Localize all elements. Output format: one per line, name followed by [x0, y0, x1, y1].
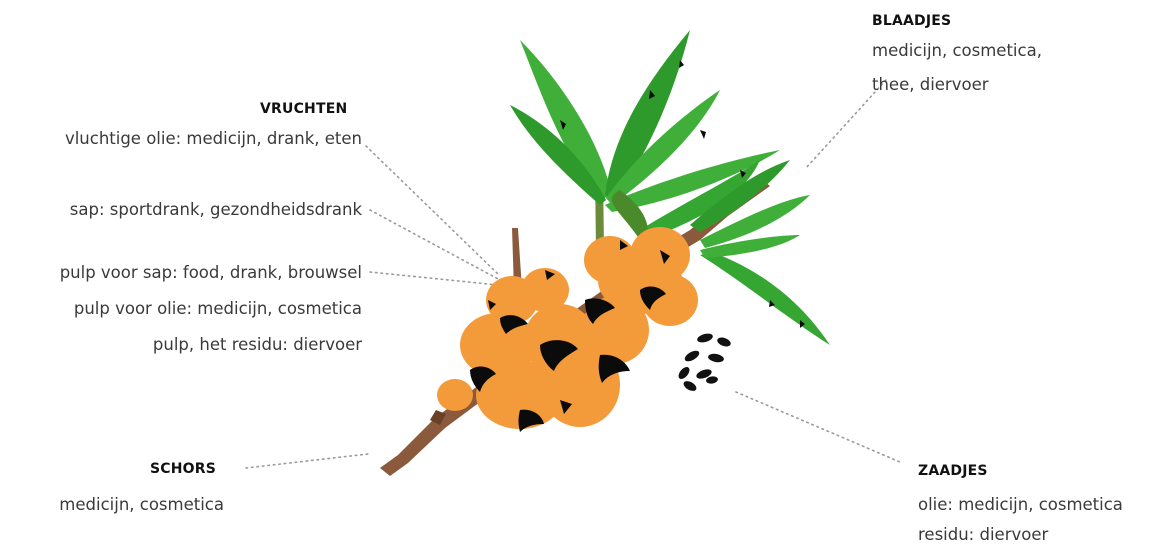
vruchten-line-5: pulp, het residu: diervoer [153, 332, 362, 358]
leader-line-vruchten-2 [370, 210, 500, 280]
vruchten-heading: VRUCHTEN [260, 96, 347, 122]
blaadjes-heading: BLAADJES [872, 8, 951, 34]
schors-line-1: medicijn, cosmetica [59, 492, 224, 518]
vruchten-line-2: sap: sportdrank, gezondheidsdrank [70, 197, 362, 223]
leader-line-zaadjes [736, 392, 900, 462]
leader-line-vruchten-1 [366, 146, 500, 276]
seeds-illustration [676, 332, 732, 393]
leader-line-schors [246, 454, 368, 468]
zaadjes-line-1: olie: medicijn, cosmetica [918, 492, 1123, 518]
leader-line-vruchten-3 [370, 272, 498, 285]
vruchten-line-4: pulp voor olie: medicijn, cosmetica [74, 296, 362, 322]
zaadjes-line-2: residu: diervoer [918, 522, 1048, 548]
blaadjes-line-1: medicijn, cosmetica, [872, 38, 1042, 64]
vruchten-line-3: pulp voor sap: food, drank, brouwsel [60, 260, 362, 286]
blaadjes-line-2: thee, diervoer [872, 72, 989, 98]
vruchten-line-1: vluchtige olie: medicijn, drank, eten [65, 126, 362, 152]
zaadjes-heading: ZAADJES [918, 458, 988, 484]
schors-heading: SCHORS [150, 456, 216, 482]
